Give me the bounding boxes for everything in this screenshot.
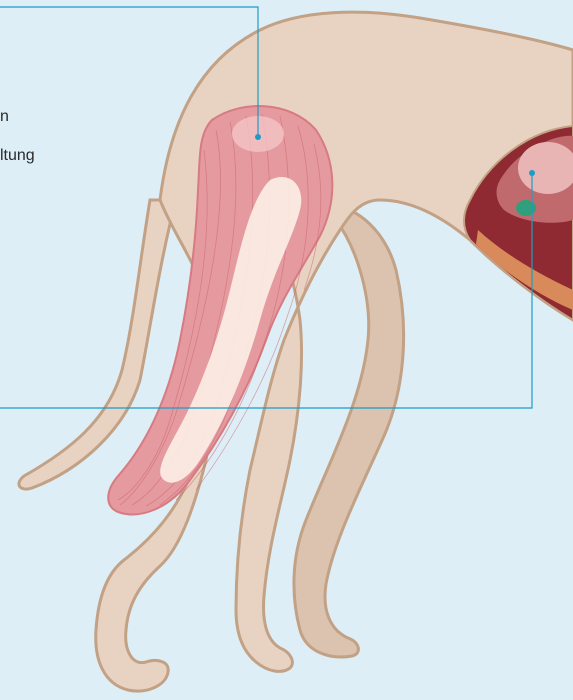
callout-label-line-1: n xyxy=(0,109,9,125)
callout-label-line-2: ltung xyxy=(0,148,35,164)
callout-dot-abdomen xyxy=(529,170,535,176)
gallbladder-organ xyxy=(516,200,536,216)
dog-body xyxy=(96,12,573,691)
callout-dot-thigh xyxy=(255,134,261,140)
